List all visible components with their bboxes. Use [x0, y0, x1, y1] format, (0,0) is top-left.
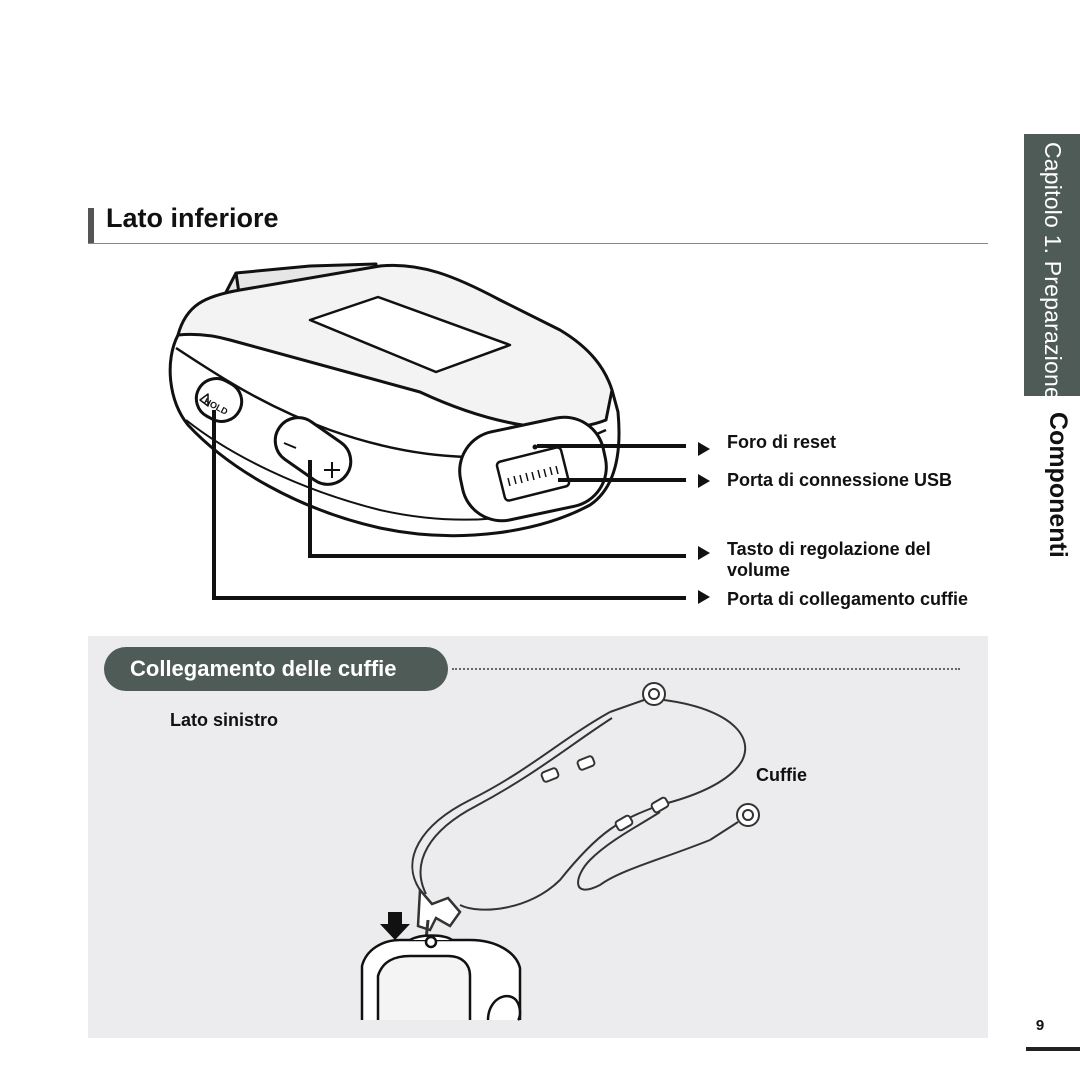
callout-usb-port: Porta di connessione USB	[727, 470, 953, 490]
callout-volume-key: Tasto di regolazione del volume	[727, 539, 931, 580]
dotted-divider	[452, 668, 960, 670]
insert-arrow-icon	[380, 912, 410, 940]
page-number-bar	[1026, 1047, 1080, 1051]
arrow-icon	[698, 546, 710, 560]
page-number: 9	[1035, 1017, 1045, 1034]
title-accent-bar	[88, 208, 94, 244]
arrow-icon	[698, 474, 710, 488]
callout-lines	[212, 410, 686, 600]
callout-earphone-jack: Porta di collegamento cuffie	[727, 589, 969, 609]
subsection-heading: Collegamento delle cuffie	[104, 647, 448, 691]
callout-reset-hole: Foro di reset	[727, 432, 837, 452]
chapter-tab	[1024, 134, 1080, 396]
player-illustration	[168, 262, 621, 538]
left-side-label: Lato sinistro	[170, 710, 279, 730]
earphones-label: Cuffie	[756, 765, 807, 785]
earphone-panel	[88, 636, 988, 1038]
page-title: Lato inferiore	[106, 203, 279, 233]
title-divider	[88, 243, 988, 244]
callout-arrows	[698, 442, 710, 604]
arrow-icon	[698, 590, 710, 604]
player-top-illustration	[360, 934, 522, 1021]
earphones-illustration	[411, 682, 760, 941]
arrow-icon	[698, 442, 710, 456]
